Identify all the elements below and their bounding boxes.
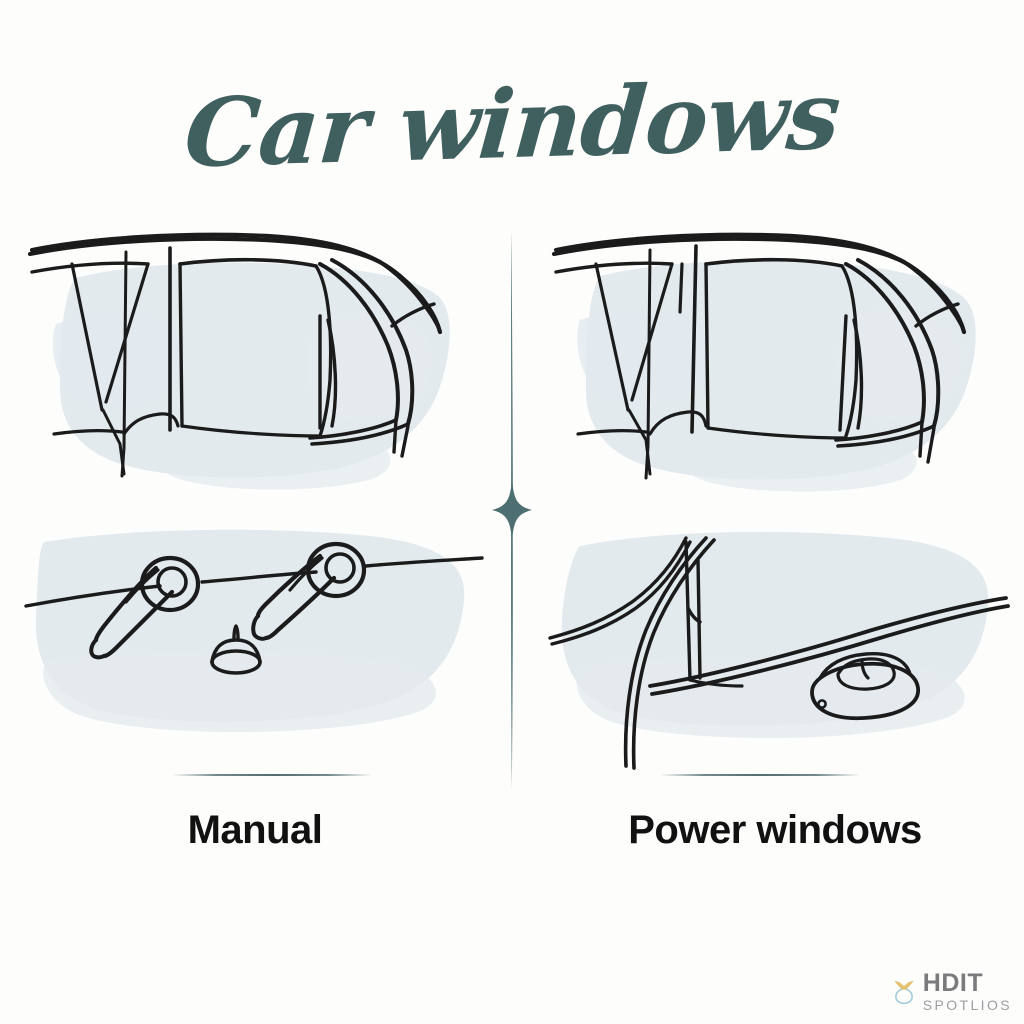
caption-rule-power <box>660 770 860 780</box>
crank-handle-right <box>251 541 367 641</box>
wash-shading-power-controls <box>561 531 989 739</box>
wash-shading-power-window <box>577 260 976 492</box>
caption-label-manual: Manual <box>187 808 323 852</box>
caption-manual: Manual <box>20 770 490 853</box>
watermark: HDIT SPOTLIOS <box>891 971 1012 1012</box>
divider-line <box>511 230 513 488</box>
page-title-text: Car windows <box>180 60 844 190</box>
caption-power: Power windows <box>540 770 1010 853</box>
caption-rule-manual <box>172 770 372 780</box>
door-lock-knob <box>210 624 262 675</box>
illustration-manual-crank-handles <box>20 520 490 780</box>
column-power <box>540 220 1010 780</box>
comparison-panels <box>0 220 1024 780</box>
illustration-power-switch-module <box>540 520 1010 780</box>
vertical-ornament-divider <box>492 230 532 790</box>
caption-row: Manual Power windows <box>0 770 1024 910</box>
wash-shading-manual-window <box>52 262 450 490</box>
divider-diamond-ornament <box>492 478 532 542</box>
power-window-switch <box>810 652 920 721</box>
watermark-secondary: SPOTLIOS <box>922 997 1012 1013</box>
column-manual <box>20 220 490 780</box>
divider-line-lower <box>511 532 513 790</box>
crank-handle-left <box>89 555 201 660</box>
caption-label-power: Power windows <box>628 808 922 852</box>
illustration-manual-car-window <box>20 220 490 510</box>
page-title: Car windows <box>0 60 1024 190</box>
illustration-power-car-window <box>540 220 1010 510</box>
watermark-primary: HDIT <box>922 969 984 997</box>
watermark-text: HDIT SPOTLIOS <box>922 969 1012 1013</box>
bulb-mark-icon <box>894 980 914 1004</box>
